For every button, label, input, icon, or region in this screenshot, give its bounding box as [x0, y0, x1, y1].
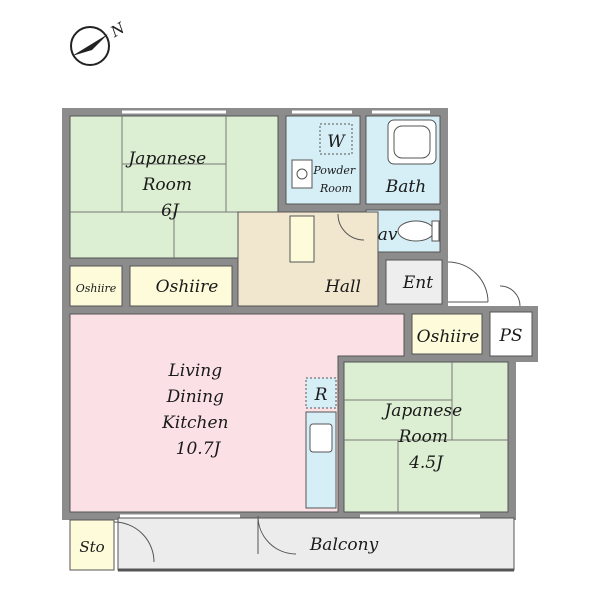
- refrigerator-label: R: [314, 385, 328, 405]
- japanese-room-6-line-3: 6J: [161, 201, 180, 221]
- pipe-space-floor: [489, 311, 533, 357]
- ldk-line-1: Living: [167, 361, 222, 381]
- ps-door-swing: [499, 285, 521, 307]
- japanese-room-4-5-floor: [343, 361, 509, 513]
- oshiire-left-label: Oshiire: [156, 277, 219, 297]
- oshiire-right: Oshiire: [411, 313, 483, 355]
- hall: Hall: [237, 211, 379, 307]
- bathtub-icon: [387, 119, 437, 165]
- oshiire-left-floor: [129, 265, 233, 307]
- vanity-sink-icon: [291, 159, 313, 189]
- oshiire-left: Oshiire: [129, 265, 233, 307]
- japanese-room-6-line-1: Japanese: [125, 149, 206, 169]
- powder-room: W Powder Room: [285, 115, 361, 205]
- balcony-floor: [117, 517, 515, 571]
- washer-space: [319, 123, 353, 155]
- refrigerator-space: [305, 377, 337, 409]
- entrance-floor: [385, 259, 443, 305]
- compass-needle-icon: [72, 34, 108, 56]
- compass-north-label: N: [107, 18, 129, 41]
- balcony-label: Balcony: [309, 535, 379, 555]
- balcony-door-swing: [257, 515, 297, 555]
- ldk-line-4: 10.7J: [176, 439, 222, 459]
- powder-room-line-1: Powder: [312, 164, 356, 177]
- ldk-line-2: Dining: [166, 387, 224, 407]
- japanese-room-6-line-2: Room: [142, 175, 192, 195]
- japanese-room-6-label: Japanese Room 6J: [125, 149, 211, 221]
- entrance: Ent: [385, 259, 489, 305]
- compass-circle: [70, 26, 110, 66]
- japanese-room-4-5-label: Japanese Room 4.5J: [381, 401, 467, 473]
- storage: Sto: [69, 519, 155, 571]
- ldk-line-3: Kitchen: [161, 413, 228, 433]
- shoe-cabinet: [289, 215, 315, 263]
- bath-label: Bath: [385, 177, 426, 197]
- japanese-room-4-5: Japanese Room 4.5J: [343, 361, 509, 513]
- toilet-tank-icon: [431, 220, 440, 242]
- oshiire-small-floor: [69, 265, 123, 307]
- powder-room-label: Powder Room: [312, 164, 358, 195]
- kitchen-sink-icon: [309, 423, 333, 453]
- powder-room-line-2: Room: [319, 182, 352, 195]
- storage-door-swing: [113, 521, 155, 563]
- entrance-label: Ent: [402, 273, 433, 293]
- storage-label: Sto: [79, 538, 104, 556]
- hall-door-swing: [337, 213, 365, 241]
- oshiire-right-label: Oshiire: [417, 327, 480, 347]
- living-dining-kitchen: R Living Dining Kitchen 10.7J: [69, 313, 405, 513]
- entrance-door-swing: [447, 261, 489, 303]
- pipe-space-label: PS: [498, 326, 522, 346]
- japanese-room-4-5-line-2: Room: [398, 427, 448, 447]
- oshiire-right-floor: [411, 313, 483, 355]
- washer-label: W: [327, 132, 346, 152]
- oshiire-small: Oshiire: [69, 265, 123, 307]
- ldk-label: Living Dining Kitchen 10.7J: [161, 361, 234, 459]
- oshiire-small-label: Oshiire: [76, 282, 117, 295]
- pipe-space: PS: [489, 285, 533, 357]
- storage-floor: [69, 519, 115, 571]
- windows: [120, 110, 480, 518]
- bathtub-inner-icon: [393, 125, 431, 159]
- bath: Bath: [365, 115, 441, 205]
- japanese-room-4-5-line-1: Japanese: [381, 401, 462, 421]
- toilet-icon: [397, 220, 435, 242]
- sink-basin-icon: [296, 168, 308, 180]
- balcony: Balcony: [117, 515, 515, 572]
- compass: N: [70, 18, 129, 66]
- japanese-room-4-5-line-3: 4.5J: [408, 453, 444, 473]
- hall-label: Hall: [324, 277, 361, 297]
